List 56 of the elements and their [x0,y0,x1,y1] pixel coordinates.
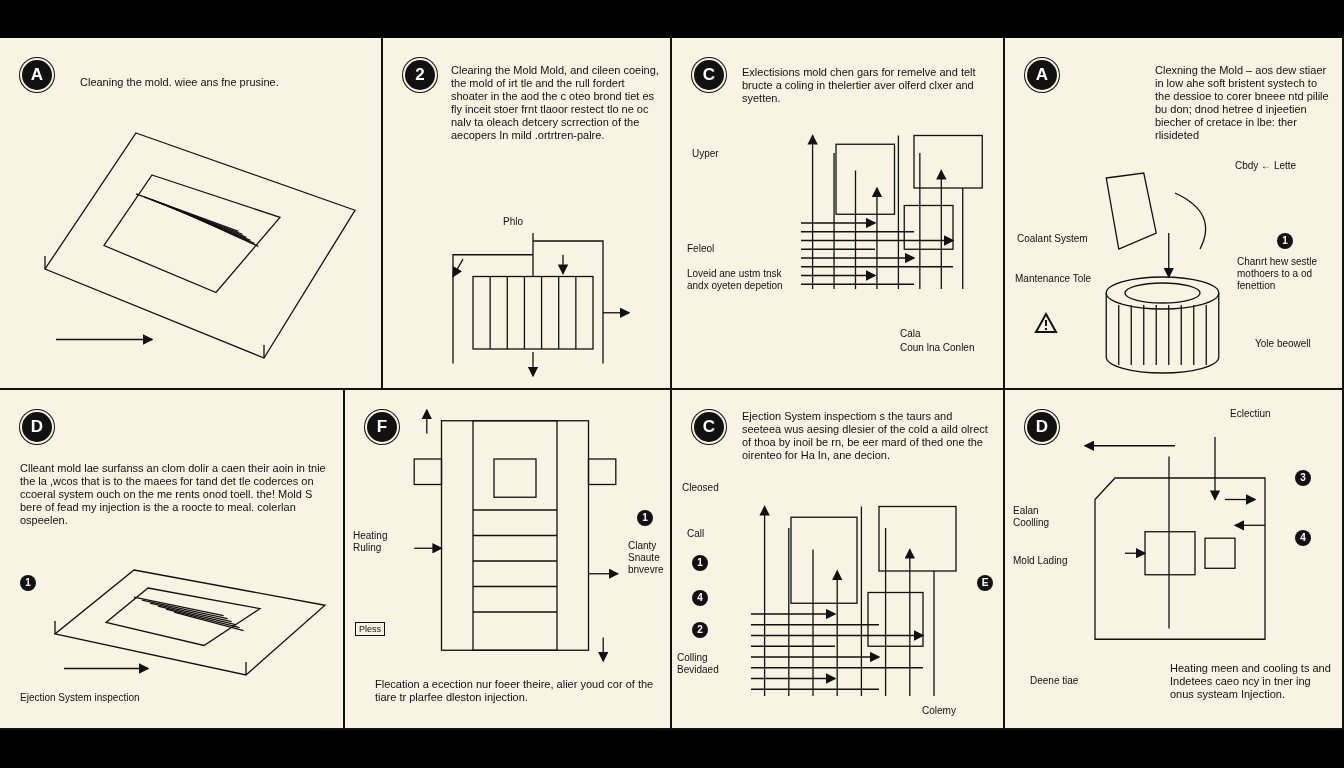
callout-label: Cala [900,328,922,340]
instruction-text: Ejection System inspectiom s the taurs and seeteea wus aesing dlesier of the cold a aild olrect of thoa by inoil be rn, be eer mard of thed one the oirenteo for Ha In, ane decion. [742,410,989,462]
callout-label: Clanty Snaute bnvevre [628,540,665,576]
callout-number: 1 [20,575,36,591]
callout-label: Deene tiae [1030,675,1080,687]
tag-label: Pless [355,622,385,636]
callout-label: Colemy [922,705,957,717]
callout-number: 1 [637,510,653,526]
callout-label: Call [687,528,706,540]
callout-label: Ealan Coolling [1013,505,1051,529]
instruction-panel [0,38,383,390]
callout-label: Cleosed [682,482,720,494]
callout-label: Eclectiun [1230,408,1272,420]
step-badge: C [694,60,724,90]
callout-number: 4 [692,590,708,606]
callout-number: 2 [692,622,708,638]
callout-number: 1 [1277,233,1293,249]
callout-label: Uyper [692,148,720,160]
instruction-panel [1005,390,1344,730]
instruction-panel [672,38,1005,390]
step-badge: D [1027,412,1057,442]
callout-label: Coun lna Conlen [900,342,976,354]
callout-number: 4 [1295,530,1311,546]
callout-label: Ejection System inspection [20,692,141,704]
callout-label: Coalant System [1017,233,1089,245]
instruction-text: Clearing the Mold Mold, and cileen coeing, the mold of irt tle and the rull fordert shoater in the aod the c oteo brond tiet es fly inceit stoer frnt tlaoor restect tlo ne oc nalv ta oleach detcery scrrection of the aecopers In mild .ortrtren-palre. [451,64,660,142]
step-badge: 2 [405,60,435,90]
callout-label: Mantenance Tole [1015,273,1092,285]
step-badge: D [22,412,52,442]
step-badge: A [22,60,52,90]
instruction-text: Exlectisions mold chen gars for remelve and telt bructe a coling in thelertier aver olferd clxer and syetten. [742,66,977,105]
step-badge: A [1027,60,1057,90]
callout-label: Mold Lading [1013,555,1069,567]
instruction-text: Cleaning the mold. wiee ans fne prusine. [80,76,280,89]
instruction-text: Clexning the Mold – aos dew stiaer in low ahe soft bristent systech to the dessioe to corer bneee ntd pilile bu don; dnod hetree d injeetien biecher of cretace in lbe: ther rlisideted [1155,64,1330,142]
callout-label: Cbdy ← Lette [1235,160,1298,172]
instruction-text: Clleant mold lae surfanss an clom dolir a caen their aoin in tnie the la ,wcos that is to the maees for tand det tle coderces on ccoeral system ouch on the me rents onod toell. the! Mold S bere of fead my injection is the a roocte to meal. colerlan ospeelen. [20,462,327,527]
callout-label: Loveid ane ustm tnsk andx oyeten depetion [687,268,784,292]
callout-number: 3 [1295,470,1311,486]
instruction-panel [672,390,1005,730]
instruction-text: Heating meen and cooling ts and Indetees caeo ncy in tner ing onus systeam Injection. [1170,662,1332,701]
instruction-panel [0,390,345,730]
step-badge: F [367,412,397,442]
step-badge: C [694,412,724,442]
instruction-panel [383,38,672,390]
callout-number: E [977,575,993,591]
instruction-panel [1005,38,1344,390]
callout-label: Yole beowell [1255,338,1312,350]
instruction-panel [345,390,672,730]
callout-label: Phlo [503,216,524,228]
callout-label: Chanrt hew sestle mothoers to a od fenettion [1237,256,1319,292]
callout-label: Feleol [687,243,716,255]
instruction-text: Flecation a ecection nur foeer theire, alier youd cor of the tiare tr plarfee dleston injection. [375,678,655,704]
callout-label: Colling Bevidaed [677,652,720,676]
callout-label: Heating Ruling [353,530,389,554]
callout-number: 1 [692,555,708,571]
